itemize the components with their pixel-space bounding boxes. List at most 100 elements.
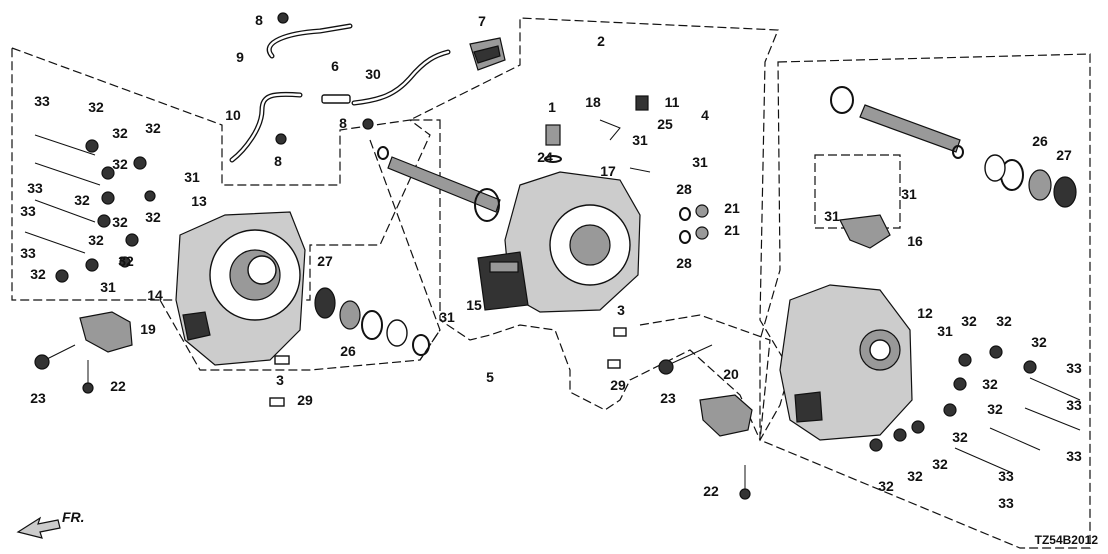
callout-c19: 19 [140,321,156,337]
callout-c32e: 32 [74,192,90,208]
transmission-case [477,171,641,313]
callout-c31d: 31 [692,154,708,170]
callout-c31c: 31 [632,132,648,148]
front-direction-arrow [16,516,61,539]
callout-c8c: 8 [339,115,347,131]
callout-c3a: 3 [276,372,284,388]
callout-c33b: 33 [27,180,43,196]
callout-c5: 5 [486,369,494,385]
callout-c13: 13 [191,193,207,209]
mount-boundary [639,314,771,441]
mount-bolts [34,344,751,500]
input-shaft [387,156,501,213]
callout-c27b: 27 [1056,147,1072,163]
callout-c32s: 32 [878,478,894,494]
transmission-case-boundary [409,17,791,442]
assembly-boundaries [11,17,1091,549]
callout-c27a: 27 [317,253,333,269]
right-case-boundary [759,53,1091,549]
callout-c24: 24 [537,149,553,165]
callout-c32d: 32 [112,156,128,172]
callout-c32o: 32 [987,401,1003,417]
callout-c12: 12 [917,305,933,321]
callout-c32g: 32 [145,209,161,225]
callout-c8a: 8 [255,12,263,28]
callout-c2: 2 [597,33,605,49]
callout-c33c: 33 [20,203,36,219]
callout-c8b: 8 [274,153,282,169]
callout-c31g: 31 [439,309,455,325]
callout-c25: 25 [657,116,673,132]
output-shaft [859,104,961,153]
callout-c21b: 21 [724,222,740,238]
small-hardware [269,95,891,407]
callout-c18: 18 [585,94,601,110]
callout-c9: 9 [236,49,244,65]
converter-case [175,211,306,366]
left-case-boundary [11,47,431,301]
callout-c32j: 32 [118,253,134,269]
callout-c32h: 32 [88,232,104,248]
callout-c31e: 31 [901,186,917,202]
callout-c29b: 29 [610,377,626,393]
shaft-boundary [369,139,441,361]
callout-c29a: 29 [297,392,313,408]
callout-c32f: 32 [112,214,128,230]
callout-c32a: 32 [88,99,104,115]
callout-c32m: 32 [1031,334,1047,350]
mounts [79,311,753,437]
callout-c3b: 3 [617,302,625,318]
callout-c31h: 31 [937,323,953,339]
clip-8-mid [362,118,374,130]
callout-c32b: 32 [112,125,128,141]
callout-labels: 1233456788891011121314151617181920212122… [20,12,1082,511]
callout-c20: 20 [723,366,739,382]
callout-c32q: 32 [932,456,948,472]
breather-hoses [229,12,451,163]
callout-c32n: 32 [982,376,998,392]
callout-c32c: 32 [145,120,161,136]
callout-c28b: 28 [676,255,692,271]
callout-c33f: 33 [1066,397,1082,413]
callout-c31a: 31 [184,169,200,185]
callout-c31f: 31 [824,208,840,224]
callout-c22a: 22 [110,378,126,394]
callout-c23a: 23 [30,390,46,406]
mount-19 [79,311,133,353]
mount-20 [699,394,753,437]
diagram-code: TZ54B2012 [1035,533,1099,547]
callout-c32p: 32 [952,429,968,445]
callout-c26b: 26 [1032,133,1048,149]
callout-c17: 17 [600,163,616,179]
callout-c33d: 33 [20,245,36,261]
callout-c32k: 32 [961,313,977,329]
callout-c32r: 32 [907,468,923,484]
callout-c14: 14 [147,287,163,303]
callout-c32i: 32 [30,266,46,282]
callout-c1: 1 [548,99,556,115]
fr-arrow-icon [16,516,61,539]
connector-6 [321,94,351,104]
small-bracket-boundary [814,154,901,229]
callout-c11: 11 [665,94,680,110]
callout-c6: 6 [331,58,339,74]
callout-c15: 15 [466,297,482,313]
callout-c30: 30 [365,66,381,82]
direction-label: FR. [62,509,85,525]
bolts-left [24,134,156,283]
callout-c33e: 33 [1066,360,1082,376]
callout-c33a: 33 [34,93,50,109]
callout-c33i: 33 [998,495,1014,511]
callout-c33h: 33 [998,468,1014,484]
callout-c32l: 32 [996,313,1012,329]
bolts-right [869,345,1081,473]
hose-9 [266,23,353,59]
clip-8-top [277,12,289,24]
callout-c28a: 28 [676,181,692,197]
clip-8-low [275,133,287,145]
right-cover-case [779,284,913,441]
callout-c4: 4 [701,107,709,123]
callout-c23b: 23 [660,390,676,406]
callout-c26a: 26 [340,343,356,359]
